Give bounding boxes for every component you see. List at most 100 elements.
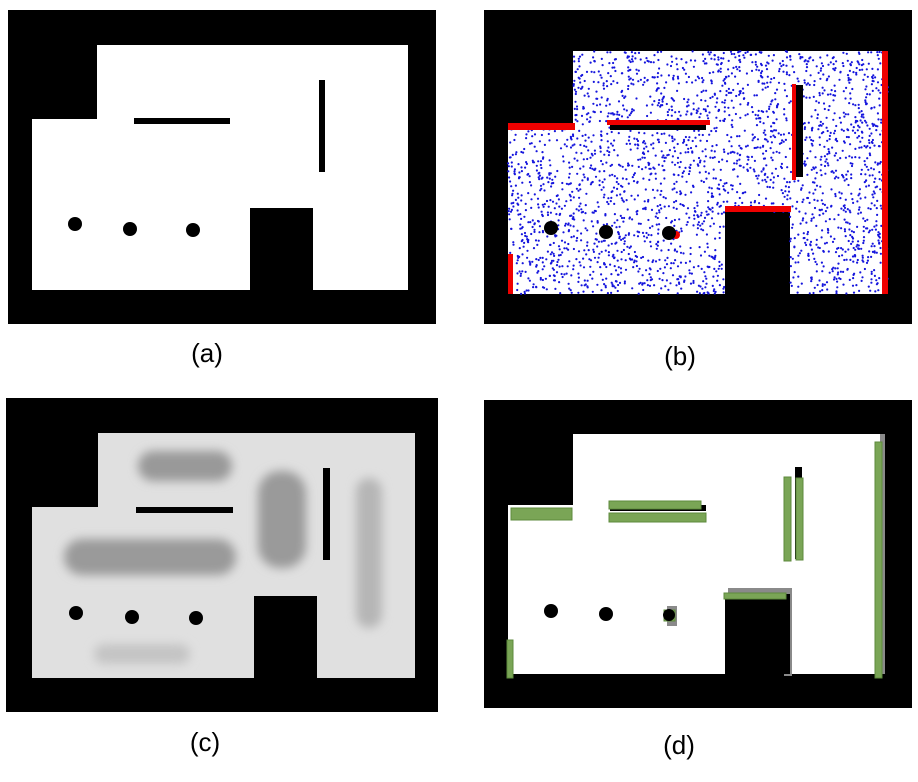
sample-point — [523, 231, 527, 235]
sample-point — [679, 193, 682, 196]
sample-point — [854, 147, 857, 150]
sample-point — [673, 224, 676, 227]
sample-point — [739, 60, 742, 64]
sample-point — [563, 241, 567, 244]
sample-point — [644, 166, 647, 169]
sample-point — [700, 267, 703, 270]
sample-point — [507, 210, 510, 213]
sample-point — [758, 193, 761, 197]
sample-point — [643, 156, 646, 159]
pillar-obstacle — [544, 604, 558, 618]
sample-point — [834, 67, 837, 70]
sample-point — [559, 212, 562, 215]
sample-point — [817, 101, 820, 104]
sample-point — [804, 164, 807, 167]
sample-point — [705, 177, 708, 180]
sample-point — [824, 160, 827, 163]
sample-point — [667, 74, 670, 77]
sample-point — [572, 264, 575, 267]
sample-point — [684, 166, 687, 169]
sample-point — [641, 274, 644, 277]
sample-point — [818, 91, 821, 95]
sample-point — [662, 154, 665, 157]
sample-point — [801, 200, 804, 204]
sample-point — [818, 279, 821, 282]
sample-point — [654, 215, 657, 218]
sample-point — [871, 242, 874, 245]
sample-point — [783, 82, 786, 85]
sample-point — [610, 291, 613, 294]
sample-point — [870, 83, 873, 86]
sample-point — [512, 201, 515, 204]
sample-point — [557, 224, 560, 227]
sample-point — [815, 100, 818, 103]
sample-point — [576, 137, 579, 140]
sample-point — [609, 164, 612, 167]
sample-point — [575, 258, 578, 261]
sample-point — [673, 201, 676, 204]
sample-point — [533, 133, 537, 136]
sample-point — [627, 55, 630, 58]
sample-point — [658, 99, 661, 102]
sample-point — [857, 135, 861, 138]
sample-point — [831, 270, 834, 273]
sample-point — [861, 68, 864, 71]
sample-point — [507, 170, 510, 173]
sample-point — [541, 176, 544, 179]
sample-point — [823, 89, 826, 92]
sample-point — [873, 274, 876, 277]
sample-point — [841, 149, 844, 152]
sample-point — [789, 215, 792, 218]
sample-point — [645, 231, 648, 235]
sample-point — [649, 173, 652, 176]
sample-point — [758, 51, 761, 54]
sample-point — [632, 180, 636, 183]
sample-point — [809, 150, 812, 153]
sample-point — [584, 227, 587, 230]
caption-c: (c) — [189, 727, 221, 757]
sample-point — [531, 135, 534, 138]
sample-point — [766, 81, 769, 84]
sample-point — [590, 164, 593, 167]
sample-point — [622, 220, 625, 223]
sample-point — [777, 132, 780, 135]
sample-point — [816, 117, 819, 120]
sample-point — [608, 151, 611, 154]
sample-point — [584, 139, 587, 142]
sample-point — [586, 177, 589, 180]
sample-point — [761, 88, 764, 91]
sample-point — [861, 259, 864, 262]
sample-point — [647, 233, 650, 236]
sample-point — [671, 98, 674, 101]
sample-point — [811, 126, 814, 129]
sample-point — [712, 289, 715, 293]
sample-point — [603, 153, 606, 156]
sample-point — [561, 265, 564, 268]
sample-point — [679, 114, 682, 117]
sample-point — [682, 252, 685, 255]
sample-point — [665, 81, 668, 84]
sample-point — [592, 134, 595, 137]
sample-point — [849, 211, 852, 214]
sample-point — [556, 194, 559, 197]
sample-point — [845, 292, 848, 295]
sample-point — [606, 132, 609, 135]
sample-point — [815, 238, 818, 241]
sample-point — [872, 74, 875, 77]
sample-point — [669, 282, 672, 285]
sample-point — [830, 205, 833, 208]
sample-point — [643, 61, 646, 64]
sample-point — [627, 75, 630, 78]
sample-point — [807, 258, 811, 261]
sample-point — [754, 63, 757, 66]
sample-point — [685, 81, 688, 84]
sample-point — [766, 115, 769, 118]
sample-point — [851, 240, 854, 243]
sample-point — [653, 284, 656, 287]
sample-point — [661, 100, 664, 103]
sample-point — [606, 292, 609, 295]
sample-point — [698, 171, 701, 174]
sample-point — [855, 66, 858, 70]
sample-point — [876, 68, 879, 71]
sample-point — [678, 282, 681, 285]
